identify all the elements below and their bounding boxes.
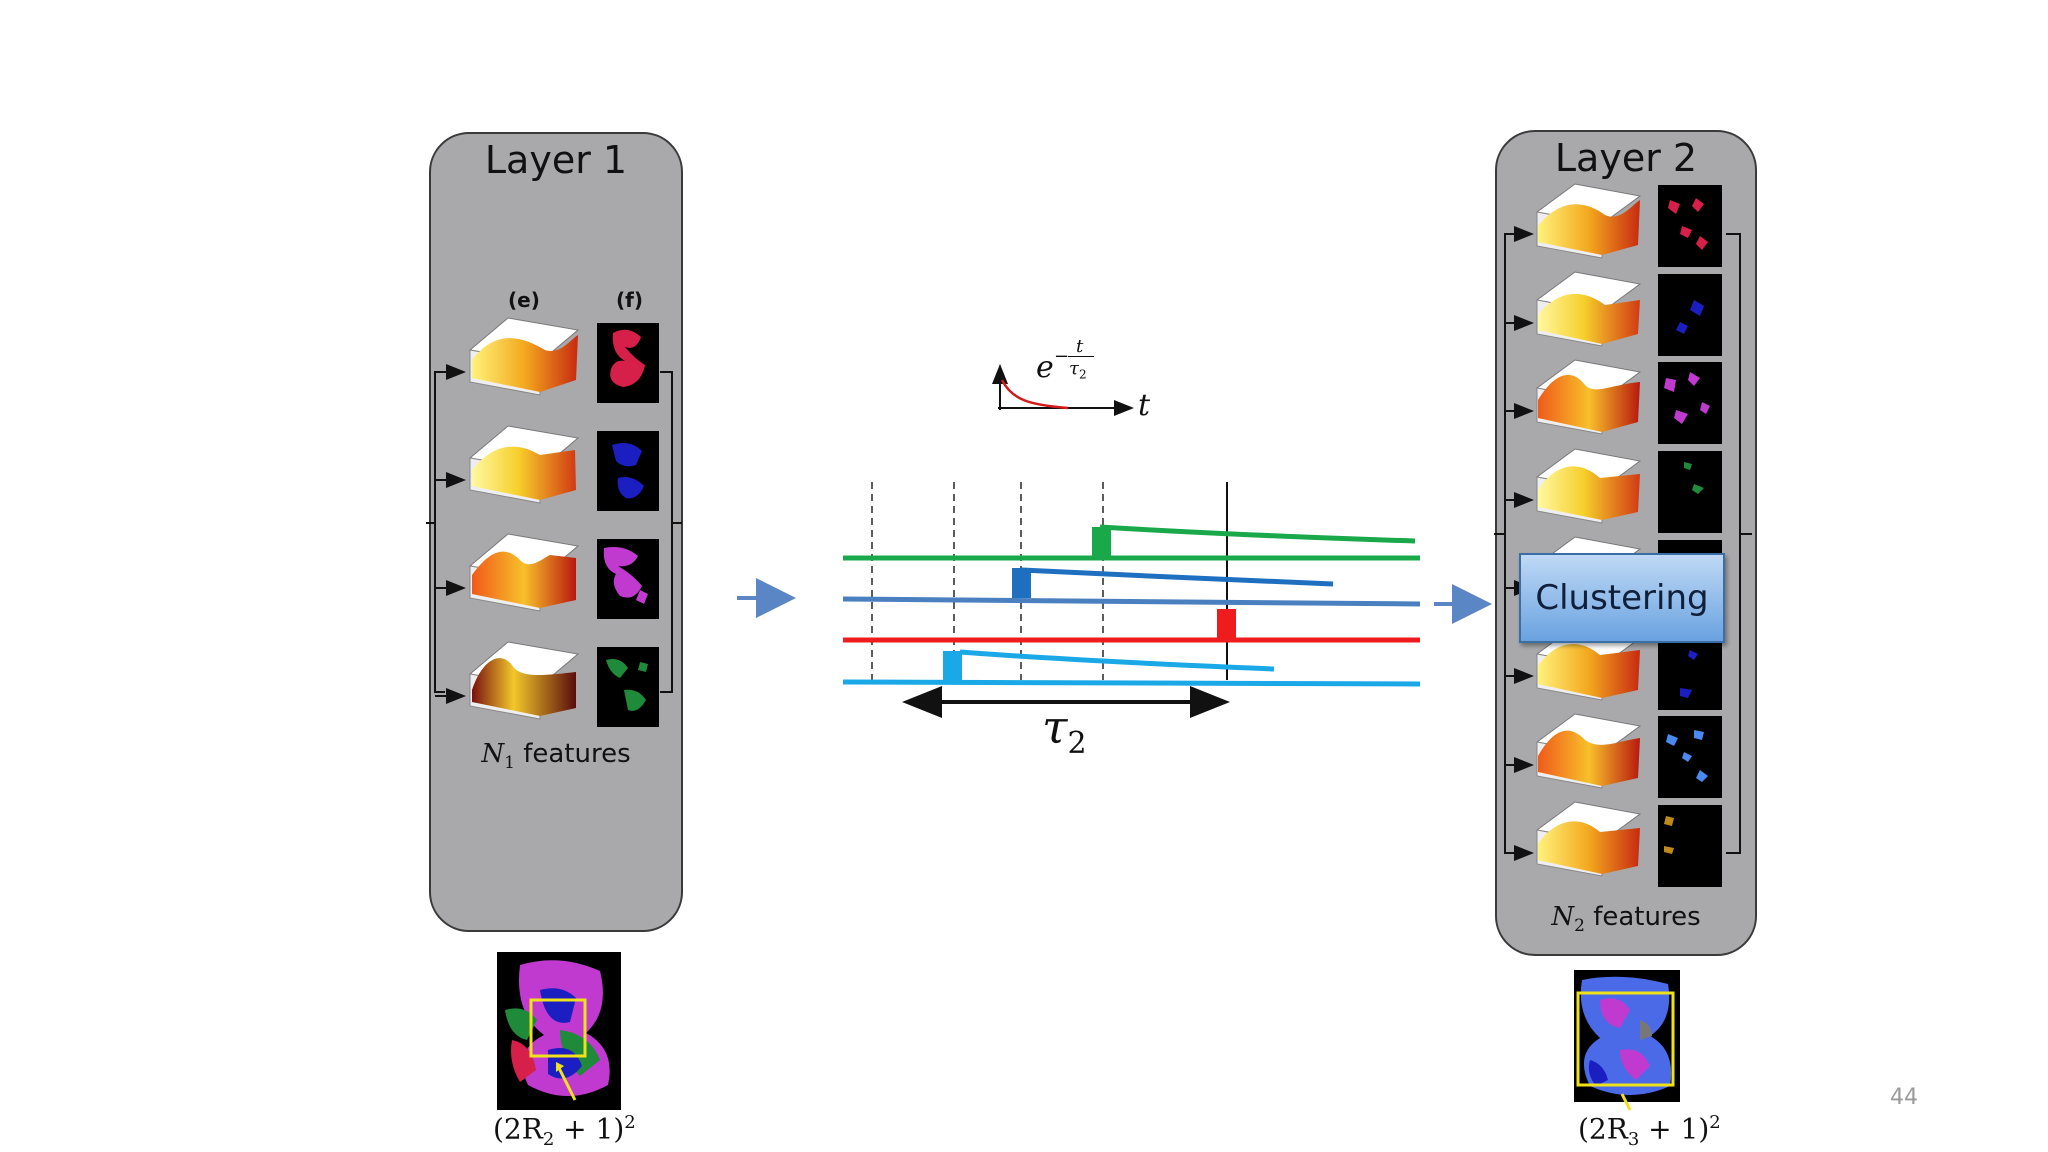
surface-plot bbox=[1538, 730, 1640, 786]
layer1-bracket bbox=[426, 371, 682, 693]
activation-map bbox=[610, 329, 645, 387]
layer1-row-4 bbox=[435, 641, 659, 727]
input-patch-right bbox=[1574, 970, 1680, 1111]
layer1-row-2 bbox=[435, 425, 659, 511]
layer1-row-1 bbox=[435, 317, 659, 403]
surface-plot bbox=[472, 446, 576, 500]
layer1-panel: Layer 1 (e) (f) N1 features bbox=[429, 132, 683, 932]
receptive-field-label-left: (2R2 + 1)2 bbox=[493, 1112, 636, 1150]
activation-map bbox=[1684, 462, 1704, 494]
activation-map bbox=[603, 547, 648, 604]
decay-blue bbox=[1021, 567, 1334, 587]
activation-map bbox=[1664, 816, 1674, 854]
layer1-row-3 bbox=[435, 533, 659, 619]
receptive-field-label-right: (2R3 + 1)2 bbox=[1578, 1112, 1721, 1150]
column-f-label: (f) bbox=[616, 288, 643, 312]
activation-map bbox=[1658, 451, 1722, 533]
tau-label: τ2 bbox=[1042, 700, 1087, 762]
surface-plot bbox=[1538, 200, 1640, 255]
slide-number: 44 bbox=[1890, 1085, 1918, 1110]
decay-axis-label: t bbox=[1138, 388, 1151, 423]
decay-cyan bbox=[959, 649, 1275, 672]
activation-map bbox=[1658, 185, 1722, 267]
activation-map bbox=[597, 647, 659, 727]
activation-map bbox=[1668, 198, 1708, 250]
surface-plot bbox=[1538, 821, 1640, 874]
clustering-box: Clustering bbox=[1519, 553, 1725, 643]
surface-plot bbox=[1538, 466, 1640, 520]
surface-plot bbox=[1538, 374, 1640, 432]
spike-green bbox=[1092, 527, 1111, 557]
layer1-title: Layer 1 bbox=[484, 138, 628, 182]
spike-cyan bbox=[943, 651, 962, 681]
input-patch-left bbox=[497, 952, 621, 1110]
surface-plot bbox=[472, 335, 578, 392]
surface-plot bbox=[1538, 644, 1640, 698]
decay-green bbox=[1099, 524, 1416, 544]
decay-formula: e bbox=[1036, 350, 1054, 385]
decay-plot bbox=[992, 364, 1134, 416]
activation-map bbox=[606, 659, 648, 711]
layer2-title: Layer 2 bbox=[1554, 136, 1698, 180]
layer2-rows bbox=[1505, 183, 1722, 887]
layer2-features-label: N2 features bbox=[1551, 902, 1701, 937]
layer1-features-label: N1 features bbox=[481, 739, 631, 774]
activation-map bbox=[1680, 650, 1698, 698]
column-e-label: (e) bbox=[508, 288, 540, 312]
activation-map bbox=[1666, 730, 1708, 782]
activation-map bbox=[612, 443, 644, 499]
channel-blue bbox=[842, 596, 1421, 607]
activation-map bbox=[1658, 274, 1722, 356]
timeline bbox=[842, 482, 1421, 718]
channel-cyan bbox=[842, 679, 1421, 687]
surface-plot bbox=[472, 658, 576, 716]
activation-map bbox=[1676, 300, 1704, 334]
surface-plot bbox=[1538, 293, 1640, 344]
spike-blue bbox=[1012, 568, 1031, 598]
surface-plot bbox=[472, 551, 576, 608]
spike-red bbox=[1217, 609, 1236, 639]
activation-map bbox=[597, 431, 659, 511]
